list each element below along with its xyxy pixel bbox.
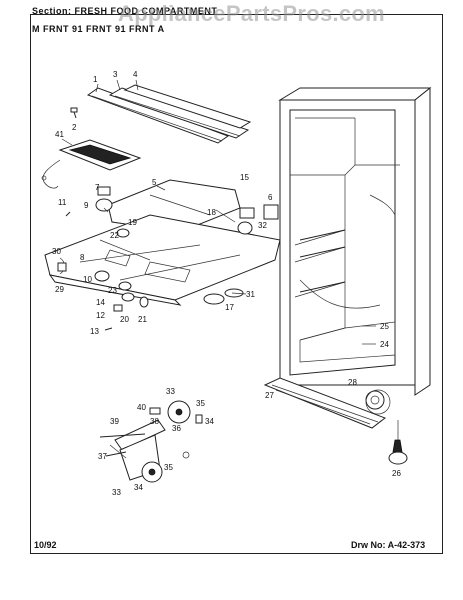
part-label-39: 39 <box>110 417 119 426</box>
leader-lines <box>61 79 376 345</box>
roller-28-leg-26 <box>365 389 408 465</box>
top-rail-assembly <box>86 84 252 144</box>
watermark: AppliancePartsPros.com <box>118 1 386 26</box>
fresh-food-cabinet <box>278 86 432 396</box>
part-label-40: 40 <box>137 403 146 412</box>
part-label-26: 26 <box>392 469 401 478</box>
part-label-1: 1 <box>93 75 98 84</box>
part-label-22: 22 <box>110 231 119 240</box>
model-line: M FRNT 91 FRNT 91 FRNT A <box>32 24 165 34</box>
part-label-33-bottom: 33 <box>112 488 121 497</box>
control-assembly-41 <box>41 139 142 189</box>
part-label-13: 13 <box>90 327 99 336</box>
part-label-15: 15 <box>240 173 249 182</box>
part-label-24: 24 <box>380 340 389 349</box>
part-label-28: 28 <box>348 378 357 387</box>
small-parts <box>57 186 279 331</box>
part-label-14: 14 <box>96 298 105 307</box>
screw-2 <box>70 107 78 119</box>
part-label-23: 23 <box>108 286 117 295</box>
part-label-7: 7 <box>95 183 100 192</box>
part-label-2: 2 <box>72 123 77 132</box>
part-label-12: 12 <box>96 311 105 320</box>
diagram-frame <box>30 14 443 554</box>
footer-date: 10/92 <box>34 540 57 550</box>
part-labels: 1 2 3 4 41 5 6 7 8 9 10 11 12 13 14 15 1… <box>52 70 401 497</box>
part-label-25: 25 <box>380 322 389 331</box>
part-label-41: 41 <box>55 130 64 139</box>
part-label-19: 19 <box>128 218 137 227</box>
part-label-27: 27 <box>265 391 274 400</box>
part-label-32: 32 <box>258 221 267 230</box>
part-label-20: 20 <box>120 315 129 324</box>
part-label-8: 8 <box>80 253 85 262</box>
part-label-34-bottom: 34 <box>134 483 143 492</box>
part-label-36: 36 <box>172 424 181 433</box>
part-label-4: 4 <box>133 70 138 79</box>
part-label-35-top: 35 <box>196 399 205 408</box>
part-label-10: 10 <box>83 275 92 284</box>
part-label-3: 3 <box>113 70 118 79</box>
grille-27 <box>263 377 387 429</box>
footer-drawing-number: Drw No: A-42-373 <box>351 540 426 550</box>
part-label-11: 11 <box>58 198 67 207</box>
part-label-38: 38 <box>150 417 159 426</box>
part-label-34-top: 34 <box>205 417 214 426</box>
part-label-18: 18 <box>207 208 216 217</box>
section-title: Section: FRESH FOOD COMPARTMENT <box>32 6 218 16</box>
part-label-17: 17 <box>225 303 234 312</box>
part-label-29: 29 <box>55 285 64 294</box>
part-label-6: 6 <box>268 193 273 202</box>
part-label-5: 5 <box>152 178 157 187</box>
part-label-33-top: 33 <box>166 387 175 396</box>
part-label-35-bottom: 35 <box>164 463 173 472</box>
part-label-30: 30 <box>52 247 61 256</box>
part-label-31: 31 <box>246 290 255 299</box>
part-label-37: 37 <box>98 452 107 461</box>
part-label-9: 9 <box>84 201 89 210</box>
roller-bracket-assembly <box>99 400 203 483</box>
part-label-21: 21 <box>138 315 147 324</box>
